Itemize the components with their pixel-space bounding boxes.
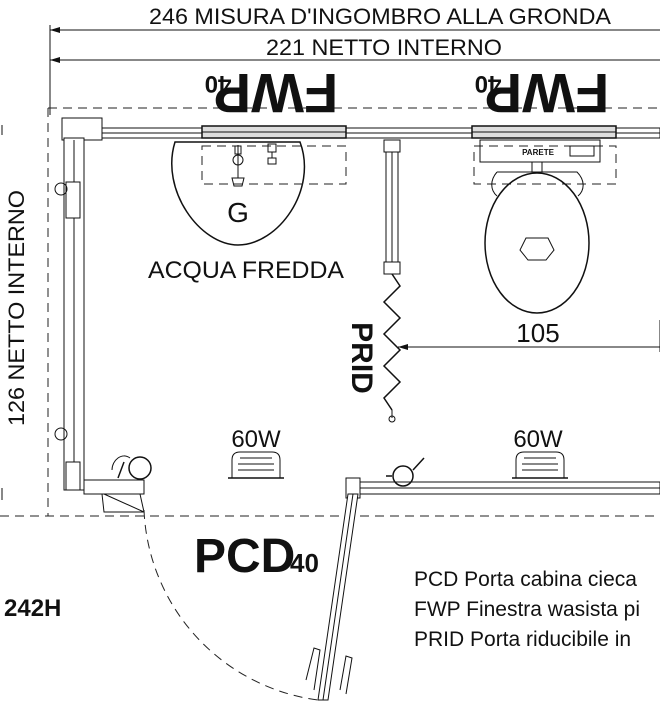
- folding-door-icon: [382, 273, 402, 411]
- eave-outline: [0, 107, 660, 517]
- door-size: 40: [290, 548, 319, 578]
- door-handle-icon: [305, 647, 321, 691]
- inner-dimension: 221 NETTO INTERNO: [50, 35, 660, 63]
- outer-dimension: 246 MISURA D'INGOMBRO ALLA GRONDA: [49, 4, 660, 115]
- hinge-bottom: [54, 427, 68, 441]
- lamp-right-label: 60W: [513, 426, 563, 453]
- sink-basin: [171, 141, 306, 246]
- outer-dimension-label: 246 MISURA D'INGOMBRO ALLA GRONDA: [149, 4, 611, 29]
- handle-left-icon: [111, 455, 152, 480]
- sink-letter: G: [227, 197, 249, 228]
- inner-dimension-label: 221 NETTO INTERNO: [266, 35, 502, 60]
- legend: PCD Porta cabina cieca FWP Finestra wasi…: [414, 568, 640, 651]
- vertical-dimension-label: 126 NETTO INTERNO: [4, 190, 29, 426]
- lamp-left: 60W: [228, 426, 284, 479]
- toilet: PARETE: [473, 139, 617, 314]
- height-label: 242H: [4, 595, 61, 622]
- handle-right-icon: [386, 457, 425, 487]
- legend-item-pcd: PCD Porta cabina cieca: [414, 568, 637, 591]
- partition-dimension-label: 105: [516, 318, 559, 348]
- lamp-left-icon: [231, 451, 281, 479]
- paper-holder-label: PARETE: [522, 148, 555, 157]
- lamp-right: 60W: [512, 426, 568, 479]
- door-swing-arc: [143, 509, 319, 701]
- window-left: FWP 40: [201, 62, 347, 139]
- toilet-bowl: [484, 172, 590, 314]
- window-left-size: 40: [205, 70, 232, 97]
- window-left-code: FWP: [214, 62, 338, 125]
- sliding-door-label: PRID: [345, 322, 378, 394]
- cold-water-label: ACQUA FREDDA: [148, 257, 344, 284]
- window-right: FWP 40: [471, 62, 617, 139]
- vertical-dimension: 126 NETTO INTERNO: [1, 125, 29, 500]
- window-right-code: FWP: [485, 62, 609, 125]
- window-right-size: 40: [475, 70, 502, 97]
- lamp-left-label: 60W: [231, 426, 281, 453]
- sink: G ACQUA FREDDA: [148, 141, 347, 284]
- valve-icon: [267, 143, 277, 165]
- door-code: PCD: [194, 530, 295, 583]
- legend-item-fwp: FWP Finestra wasista pi: [414, 598, 640, 621]
- lamp-right-icon: [515, 451, 565, 479]
- toilet-drain-icon: [519, 237, 555, 261]
- partition-dimension: 105: [398, 318, 660, 352]
- walls: [54, 117, 660, 513]
- hinge-top: [54, 182, 68, 196]
- partition: PRID: [345, 139, 402, 423]
- legend-item-prid: PRID Porta riducibile in: [414, 628, 631, 651]
- door: PCD 40: [143, 493, 359, 701]
